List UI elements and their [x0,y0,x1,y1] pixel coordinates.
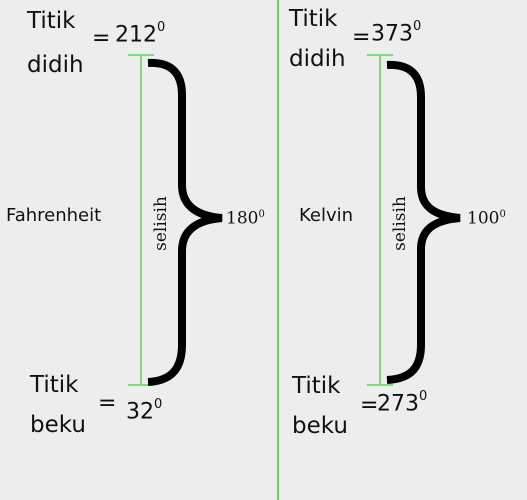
degree-mark: 0 [413,19,422,34]
fahrenheit-boiling-equals: = [92,26,111,51]
kelvin-boiling-value: 3730 [371,19,422,47]
fahrenheit-boiling-word1: Titik [27,8,76,34]
fahrenheit-freezing-value: 320 [126,397,163,425]
fahrenheit-interval-label: selisih [150,196,171,251]
degree-mark: 0 [499,209,506,220]
kelvin-freezing-word1: Titik [292,373,341,399]
kelvin-freezing-equals: = [360,393,379,418]
kelvin-boiling-equals: = [352,25,371,50]
degree-mark: 0 [154,397,163,412]
fahrenheit-freezing-word2: beku [30,412,86,438]
degree-mark: 0 [157,20,166,35]
kelvin-difference: 1000 [467,208,506,229]
degree-mark: 0 [419,389,428,404]
fahrenheit-brace [147,58,223,386]
kelvin-interval-label: selisih [389,196,410,251]
kelvin-boiling-word2: didih [289,46,346,72]
kelvin-scale-bar [367,54,393,386]
kelvin-boiling-word1: Titik [289,6,338,32]
kelvin-brace [386,60,461,384]
kelvin-scale-name: Kelvin [299,205,354,226]
degree-mark: 0 [258,209,265,220]
kelvin-freezing-value: 2730 [377,389,428,417]
fahrenheit-difference: 1800 [226,208,265,229]
fahrenheit-boiling-word2: didih [27,52,84,78]
fahrenheit-freezing-equals: = [98,391,117,416]
fahrenheit-scale-name: Fahrenheit [6,205,102,226]
fahrenheit-freezing-word1: Titik [30,372,79,398]
fahrenheit-boiling-value: 2120 [115,20,166,48]
kelvin-freezing-word2: beku [292,413,348,439]
